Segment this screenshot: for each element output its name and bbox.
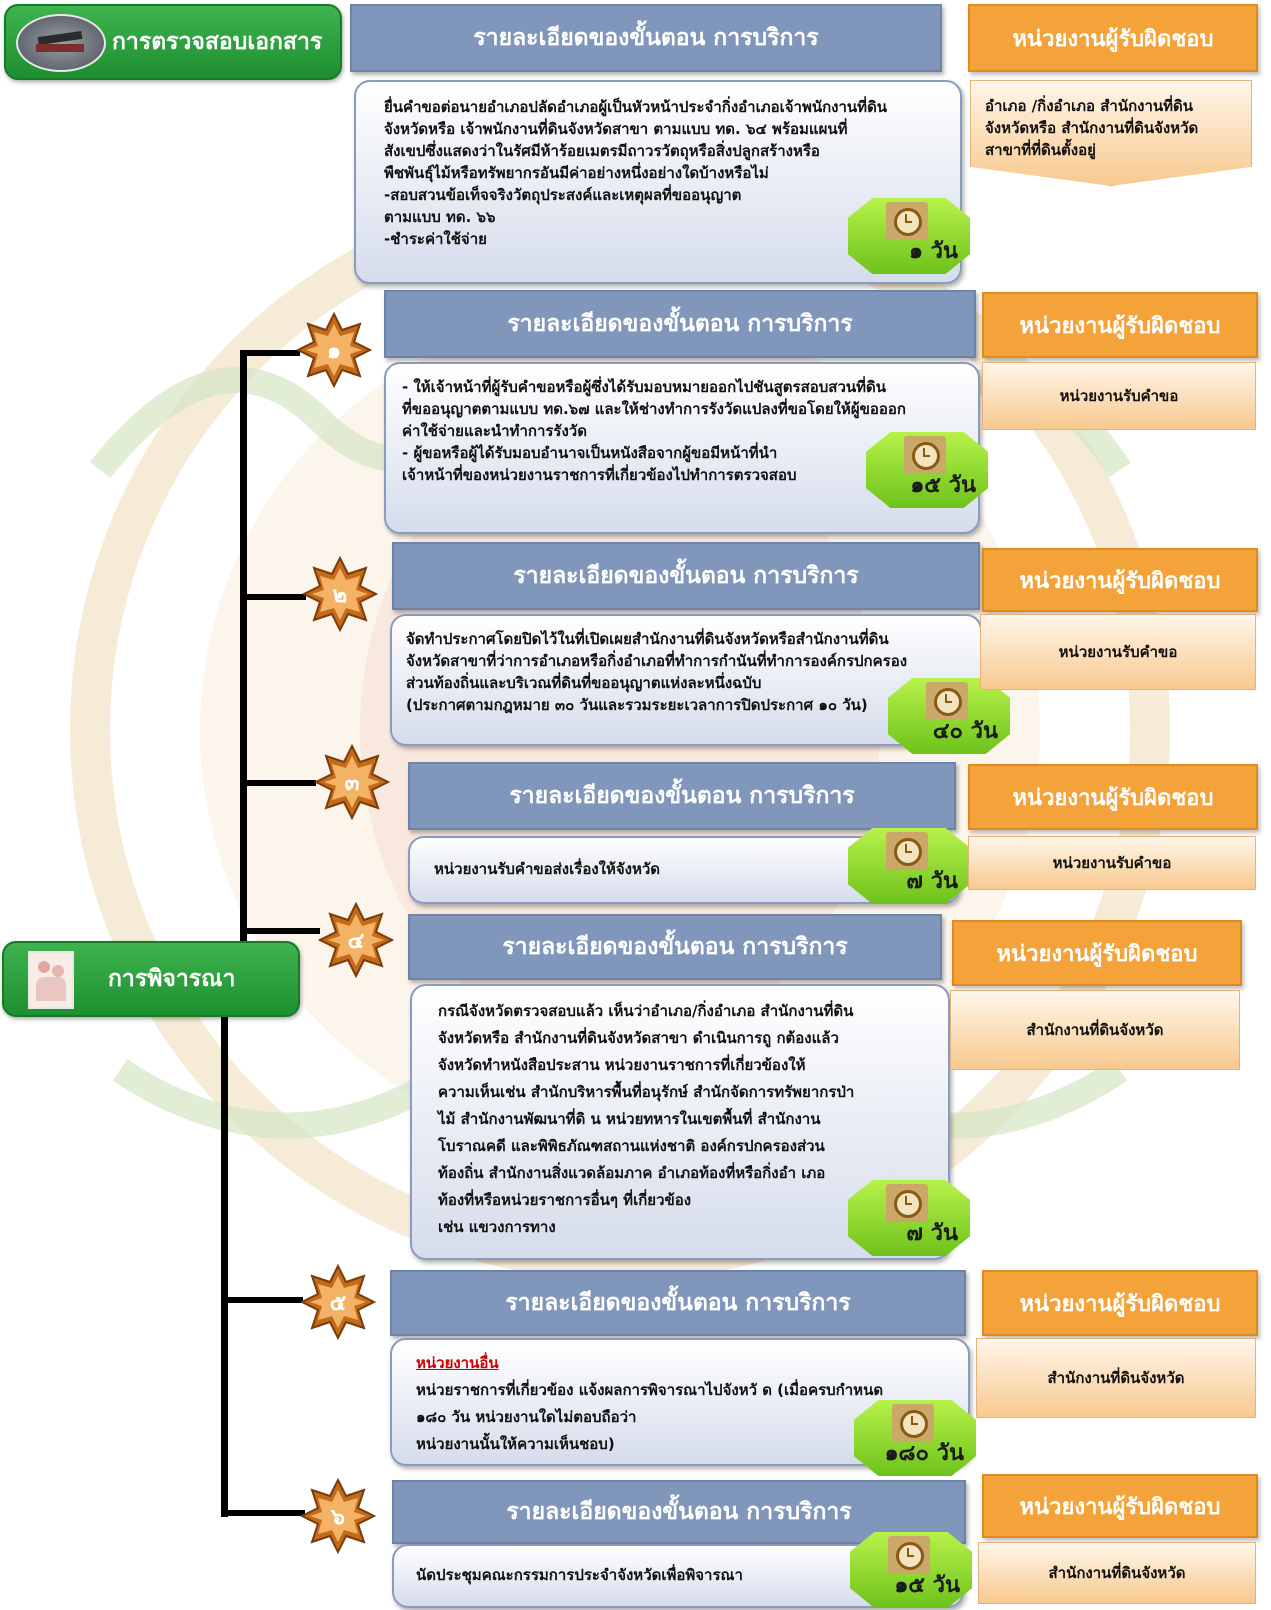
connector-h3 — [240, 780, 316, 786]
connector-h1 — [240, 350, 300, 356]
step-0-header: รายละเอียดของขั้นตอน การบริการ — [350, 4, 942, 72]
step-1-number: ๑ — [327, 338, 341, 364]
step-1-header: รายละเอียดของขั้นตอน การบริการ — [384, 290, 976, 358]
document-check-button[interactable]: การตรวจสอบเอกสาร — [4, 4, 342, 80]
step-1-number-badge — [296, 312, 372, 388]
step-3-number: ๓ — [344, 770, 360, 796]
clock-icon — [886, 832, 928, 870]
step-6-resp-header: หน่วยงานผู้รับผิดชอบ — [982, 1474, 1258, 1538]
step-0-resp-header: หน่วยงานผู้รับผิดชอบ — [968, 4, 1258, 72]
step-3-number-badge — [314, 744, 390, 820]
step-5-resp-header: หน่วยงานผู้รับผิดชอบ — [982, 1270, 1258, 1336]
connector-h5 — [221, 1297, 303, 1303]
step-3-header: รายละเอียดของขั้นตอน การบริการ — [408, 762, 956, 830]
step-6-days: ๑๕ วัน — [850, 1532, 972, 1608]
step-2-number: ๒ — [332, 582, 348, 608]
connector-vertical-upper — [240, 350, 247, 942]
step-0-days: ๑ วัน — [848, 198, 970, 274]
document-check-label: การตรวจสอบเอกสาร — [112, 29, 323, 55]
step-6-unit: สำนักงานที่ดินจังหวัด — [978, 1542, 1256, 1604]
step-2-number-badge — [302, 556, 378, 632]
consideration-button[interactable]: การพิจารณา — [2, 941, 300, 1017]
step-5-header: รายละเอียดของขั้นตอน การบริการ — [390, 1270, 966, 1336]
step-4-number-badge — [318, 902, 394, 978]
people-picture-icon — [28, 951, 74, 1009]
step-0-body: ยื่นคำขอต่อนายอำเภอปลัดอำเภอผู้เป็นหัวหน… — [354, 80, 962, 284]
step-1-resp-header: หน่วยงานผู้รับผิดชอบ — [982, 292, 1258, 358]
clock-icon — [892, 1404, 934, 1442]
step-1-unit: หน่วยงานรับคำขอ — [982, 362, 1256, 430]
connector-h4 — [240, 928, 320, 934]
step-6-number-badge — [300, 1478, 376, 1554]
clock-icon — [886, 202, 928, 240]
step-3-resp-header: หน่วยงานผู้รับผิดชอบ — [968, 764, 1258, 830]
consideration-label: การพิจารณา — [108, 966, 236, 992]
step-2-body: จัดทำประกาศโดยปิดไว้ในที่เปิดเผยสำนักงาน… — [390, 614, 982, 746]
clock-icon — [888, 1536, 930, 1574]
step-0-unit: อำเภอ /กิ่งอำเภอ สำนักงานที่ดินจังหวัดหร… — [970, 80, 1252, 186]
step-4-resp-header: หน่วยงานผู้รับผิดชอบ — [952, 920, 1242, 986]
step-2-header: รายละเอียดของขั้นตอน การบริการ — [392, 542, 980, 610]
step-4-number: ๔ — [347, 928, 365, 954]
clock-icon — [904, 436, 946, 474]
books-icon — [16, 14, 106, 72]
step-5-days: ๑๘๐ วัน — [854, 1400, 976, 1476]
clock-icon — [886, 1184, 928, 1222]
connector-h2 — [240, 594, 306, 600]
clock-icon — [926, 682, 968, 720]
step-3-unit: หน่วยงานรับคำขอ — [968, 836, 1256, 890]
step-5-unit: สำนักงานที่ดินจังหวัด — [976, 1338, 1256, 1418]
step-2-unit: หน่วยงานรับคำขอ — [980, 614, 1256, 690]
other-unit-label: หน่วยงานอื่น — [416, 1354, 499, 1372]
step-6-header: รายละเอียดของขั้นตอน การบริการ — [392, 1480, 966, 1544]
step-1-days: ๑๕ วัน — [866, 432, 988, 508]
step-5-number-badge — [300, 1264, 376, 1340]
step-5-number: ๕ — [329, 1290, 347, 1316]
connector-vertical-lower — [221, 982, 228, 1517]
step-2-days: ๔๐ วัน — [888, 678, 1010, 754]
step-2-resp-header: หน่วยงานผู้รับผิดชอบ — [982, 548, 1258, 612]
step-6-number: ๖ — [331, 1504, 345, 1530]
step-3-days: ๗ วัน — [848, 828, 970, 904]
connector-h6 — [221, 1510, 305, 1516]
step-4-unit: สำนักงานที่ดินจังหวัด — [950, 990, 1240, 1070]
step-4-header: รายละเอียดของขั้นตอน การบริการ — [408, 914, 942, 980]
step-4-days: ๗ วัน — [848, 1180, 970, 1256]
